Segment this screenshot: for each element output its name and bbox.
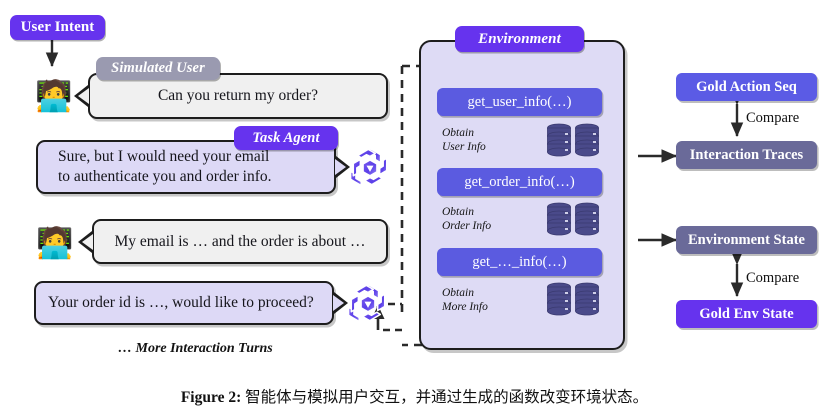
compare-label-2: Compare bbox=[746, 270, 799, 287]
user-message-bubble-1: Can you return my order? bbox=[88, 73, 388, 119]
bubble-tail-2-inner bbox=[335, 159, 346, 175]
function-box-get-order-info[interactable]: get_order_info(…) bbox=[437, 168, 602, 196]
gold-action-seq-label: Gold Action Seq bbox=[696, 78, 797, 95]
obtain-label-2: Obtain Order Info bbox=[442, 205, 518, 233]
interaction-traces-label: Interaction Traces bbox=[689, 146, 804, 163]
agent-pinwheel-logo-1 bbox=[348, 145, 392, 189]
environment-title-badge: Environment bbox=[455, 26, 584, 52]
environment-title-label: Environment bbox=[478, 30, 561, 47]
database-stack-icon-1 bbox=[546, 123, 602, 159]
user-message-text-2: My email is … and the order is about … bbox=[114, 232, 366, 250]
gold-action-seq-box: Gold Action Seq bbox=[676, 73, 817, 101]
more-interaction-turns-label: … More Interaction Turns bbox=[118, 341, 273, 357]
database-stack-icon-2 bbox=[546, 202, 602, 238]
user-intent-label: User Intent bbox=[20, 19, 95, 35]
gold-env-state-label: Gold Env State bbox=[699, 305, 794, 322]
function-label-1: get_user_info(…) bbox=[467, 93, 572, 110]
figure-caption: Figure 2: 智能体与模拟用户交互，并通过生成的函数改变环境状态。 bbox=[0, 385, 829, 407]
figure-caption-label: Figure 2: bbox=[180, 389, 242, 406]
database-stack-icon-3 bbox=[546, 282, 602, 318]
agent-message-bubble-2: Your order id is …, would like to procee… bbox=[34, 281, 334, 325]
agent-message-text-1: Sure, but I would need your email to aut… bbox=[58, 148, 272, 185]
task-agent-badge: Task Agent bbox=[234, 126, 338, 150]
obtain-label-3: Obtain More Info bbox=[442, 286, 518, 314]
bubble-tail-4-inner bbox=[333, 295, 344, 311]
user-avatar-turn-1: 🧑‍💻 bbox=[35, 80, 73, 113]
simulated-user-badge: Simulated User bbox=[96, 57, 220, 80]
bubble-tail-3-inner bbox=[82, 234, 93, 250]
function-box-get-more-info[interactable]: get_…_info(…) bbox=[437, 248, 602, 276]
obtain-line2-2: Order Info bbox=[442, 220, 492, 233]
interaction-traces-box: Interaction Traces bbox=[676, 141, 817, 169]
obtain-line1-3: Obtain bbox=[442, 287, 474, 299]
obtain-line2-3: More Info bbox=[442, 301, 488, 314]
compare-label-1: Compare bbox=[746, 110, 799, 127]
user-intent-badge: User Intent bbox=[10, 15, 105, 40]
bubble-tail-1-inner bbox=[78, 88, 89, 104]
figure-caption-text: 智能体与模拟用户交互，并通过生成的函数改变环境状态。 bbox=[245, 388, 649, 406]
agent-pinwheel-logo-2 bbox=[346, 281, 390, 325]
obtain-label-1: Obtain User Info bbox=[442, 126, 514, 154]
obtain-line2-1: User Info bbox=[442, 141, 486, 154]
user-message-text-1: Can you return my order? bbox=[157, 87, 319, 105]
function-label-2: get_order_info(…) bbox=[464, 173, 575, 190]
agent-message-text-2: Your order id is …, would like to procee… bbox=[48, 294, 314, 312]
gold-env-state-box: Gold Env State bbox=[676, 300, 817, 328]
environment-state-box: Environment State bbox=[676, 226, 817, 254]
more-turns-text: … More Interaction Turns bbox=[118, 341, 273, 356]
compare-text-2: Compare bbox=[746, 270, 800, 286]
task-agent-label: Task Agent bbox=[252, 129, 320, 146]
simulated-user-label: Simulated User bbox=[111, 60, 205, 76]
function-label-3: get_…_info(…) bbox=[472, 253, 567, 270]
obtain-line1-1: Obtain bbox=[442, 127, 474, 139]
environment-state-label: Environment State bbox=[688, 231, 805, 248]
obtain-line1-2: Obtain bbox=[442, 206, 474, 218]
function-box-get-user-info[interactable]: get_user_info(…) bbox=[437, 88, 602, 116]
user-avatar-turn-2: 🧑‍💻 bbox=[36, 227, 74, 260]
compare-text-1: Compare bbox=[746, 110, 800, 126]
user-message-bubble-2: My email is … and the order is about … bbox=[92, 219, 388, 264]
